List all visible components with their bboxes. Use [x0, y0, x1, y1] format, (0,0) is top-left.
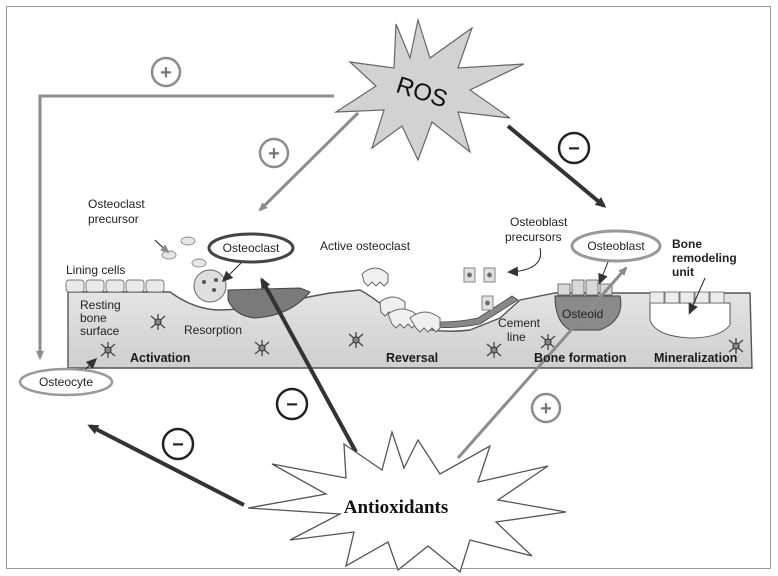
osteocyte-highlight [18, 367, 114, 397]
ros-to-osteoclast-arrow [258, 111, 360, 212]
osteocyte-label: Osteocyte [39, 375, 93, 389]
svg-text:−: − [172, 434, 184, 456]
svg-text:+: + [268, 143, 280, 165]
bone-remodeling-label-2: remodeling [672, 251, 737, 265]
sign-anti-osteoclast: − [275, 387, 309, 421]
antioxidants-to-osteoclast-arrow [260, 277, 358, 453]
active-osteoclast-cells [361, 267, 441, 333]
antioxidants-to-osteocyte-arrow [87, 424, 245, 507]
cement-line-label-2: line [507, 330, 526, 344]
ros-to-osteoblast-arrow [506, 124, 607, 208]
osteoclast-precursor-label-1: Osteoclast [88, 197, 145, 211]
osteocyte-stars [100, 314, 744, 358]
osteoblast-precursors-label-2: precursors [505, 230, 562, 244]
osteoblast-precursor-cells [463, 267, 496, 311]
osteoblast-label: Osteoblast [587, 239, 645, 253]
bone-remodeling-label-1: Bone [672, 237, 702, 251]
resting-bone-label-1: Resting [80, 298, 121, 312]
osteoclast-cell [193, 269, 227, 303]
sign-anti-osteoblast: + [530, 392, 562, 424]
resorption-label: Resorption [184, 323, 242, 337]
sign-anti-osteocyte: − [161, 427, 195, 461]
ros-starburst: ROS [333, 17, 525, 162]
osteoclast-label: Osteoclast [223, 241, 280, 255]
resting-bone-label-2: bone [80, 311, 107, 325]
sign-ros-osteoclast: + [258, 137, 290, 169]
svg-text:−: − [286, 394, 298, 416]
bone-remodeling-label-3: unit [672, 265, 694, 279]
svg-text:−: − [568, 138, 580, 160]
osteoblast-precursors-label-1: Osteoblast [510, 215, 568, 229]
bone-slab [65, 279, 753, 369]
remodeling-unit-mark [649, 302, 731, 339]
antioxidants-label: Antioxidants [344, 497, 449, 518]
cement-line-label-1: Cement [498, 316, 541, 330]
phase-reversal: Reversal [386, 351, 438, 365]
resting-bone-label-3: surface [80, 324, 120, 338]
sign-ros-osteoblast: − [557, 131, 591, 165]
svg-text:+: + [540, 398, 552, 420]
resorption-pit [227, 287, 311, 319]
osteoclast-precursor-cells [161, 236, 207, 268]
phase-mineralization: Mineralization [654, 351, 737, 365]
osteoclast-precursor-label-2: precursor [88, 212, 139, 226]
ros-to-osteocyte-arrow [36, 94, 334, 360]
svg-text:+: + [160, 62, 172, 84]
lining-cells-label: Lining cells [66, 263, 125, 277]
lining-cells [65, 279, 165, 293]
osteoid-label: Osteoid [562, 307, 603, 321]
osteoclast-highlight [207, 232, 295, 264]
osteoblast-highlight [570, 229, 662, 263]
antioxidants-to-osteoblast-arrow [456, 266, 628, 459]
sign-ros-osteocyte: + [150, 56, 182, 88]
phase-bone-formation: Bone formation [534, 351, 626, 365]
antioxidants-starburst: Antioxidants [247, 429, 567, 574]
phase-activation: Activation [130, 351, 190, 365]
bru-lining [649, 291, 725, 304]
active-osteoclast-label: Active osteoclast [320, 239, 411, 253]
